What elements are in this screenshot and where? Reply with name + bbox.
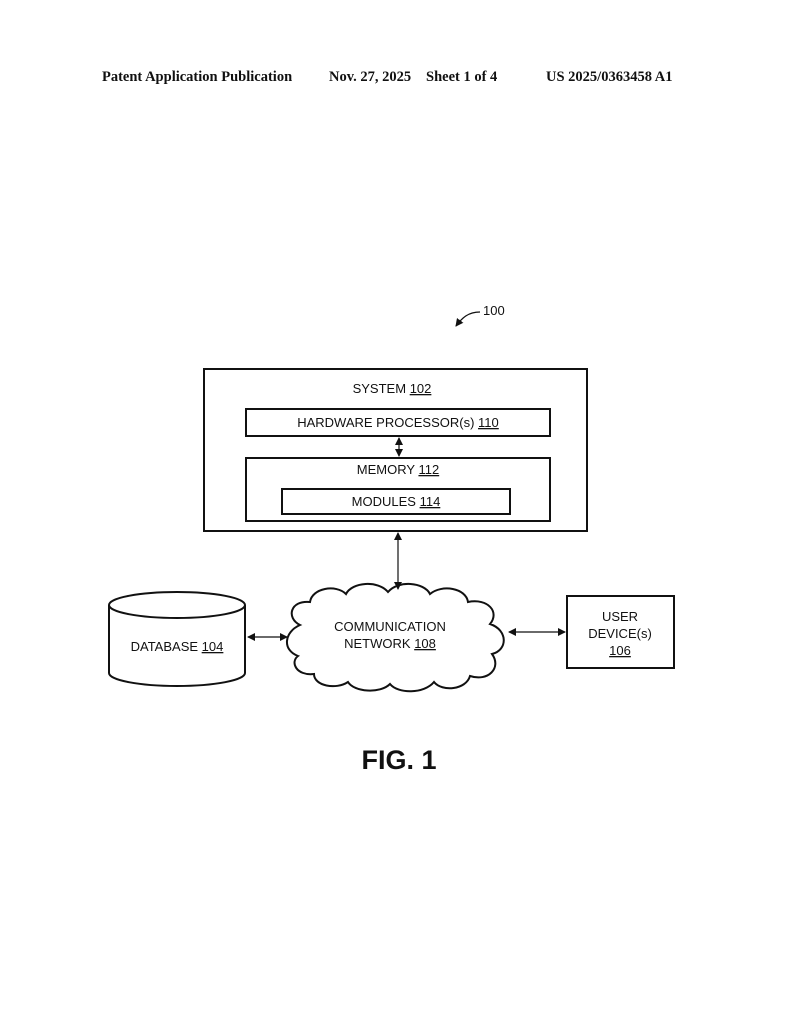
hardware-processor-box: HARDWARE PROCESSOR(s) 110 xyxy=(245,408,551,437)
system-box: SYSTEM 102 xyxy=(203,368,588,532)
communication-network-cloud: COMMUNICATION NETWORK 108 xyxy=(286,583,505,693)
user-device-ref: 106 xyxy=(609,643,631,658)
publication-date: Nov. 27, 2025 xyxy=(329,69,412,85)
modules-label: MODULES 114 xyxy=(352,494,441,509)
figure-label: FIG. 1 xyxy=(361,745,436,775)
user-device-label-line2: DEVICE(s) xyxy=(588,626,652,641)
publication-type: Patent Application Publication xyxy=(102,69,293,85)
database-cylinder: DATABASE 104 xyxy=(108,591,246,687)
user-device-box: USER DEVICE(s) 106 xyxy=(566,595,675,669)
memory-label: MEMORY 112 xyxy=(357,462,439,477)
database-label: DATABASE 104 xyxy=(131,639,224,654)
memory-box: MEMORY 112 xyxy=(245,457,551,522)
sheet-number: Sheet 1 of 4 xyxy=(426,69,498,85)
modules-box: MODULES 114 xyxy=(281,488,511,515)
reference-100-pointer: 100 xyxy=(455,303,505,327)
user-device-label-line1: USER xyxy=(602,609,638,624)
system-label: SYSTEM 102 xyxy=(353,381,432,396)
publication-number: US 2025/0363458 A1 xyxy=(546,69,673,85)
network-label-line1: COMMUNICATION xyxy=(334,619,446,634)
curved-arrow-icon xyxy=(455,311,481,327)
network-label-line2: NETWORK 108 xyxy=(344,636,436,651)
figure-reference-number: 100 xyxy=(483,303,505,318)
hardware-processor-label: HARDWARE PROCESSOR(s) 110 xyxy=(297,415,499,430)
